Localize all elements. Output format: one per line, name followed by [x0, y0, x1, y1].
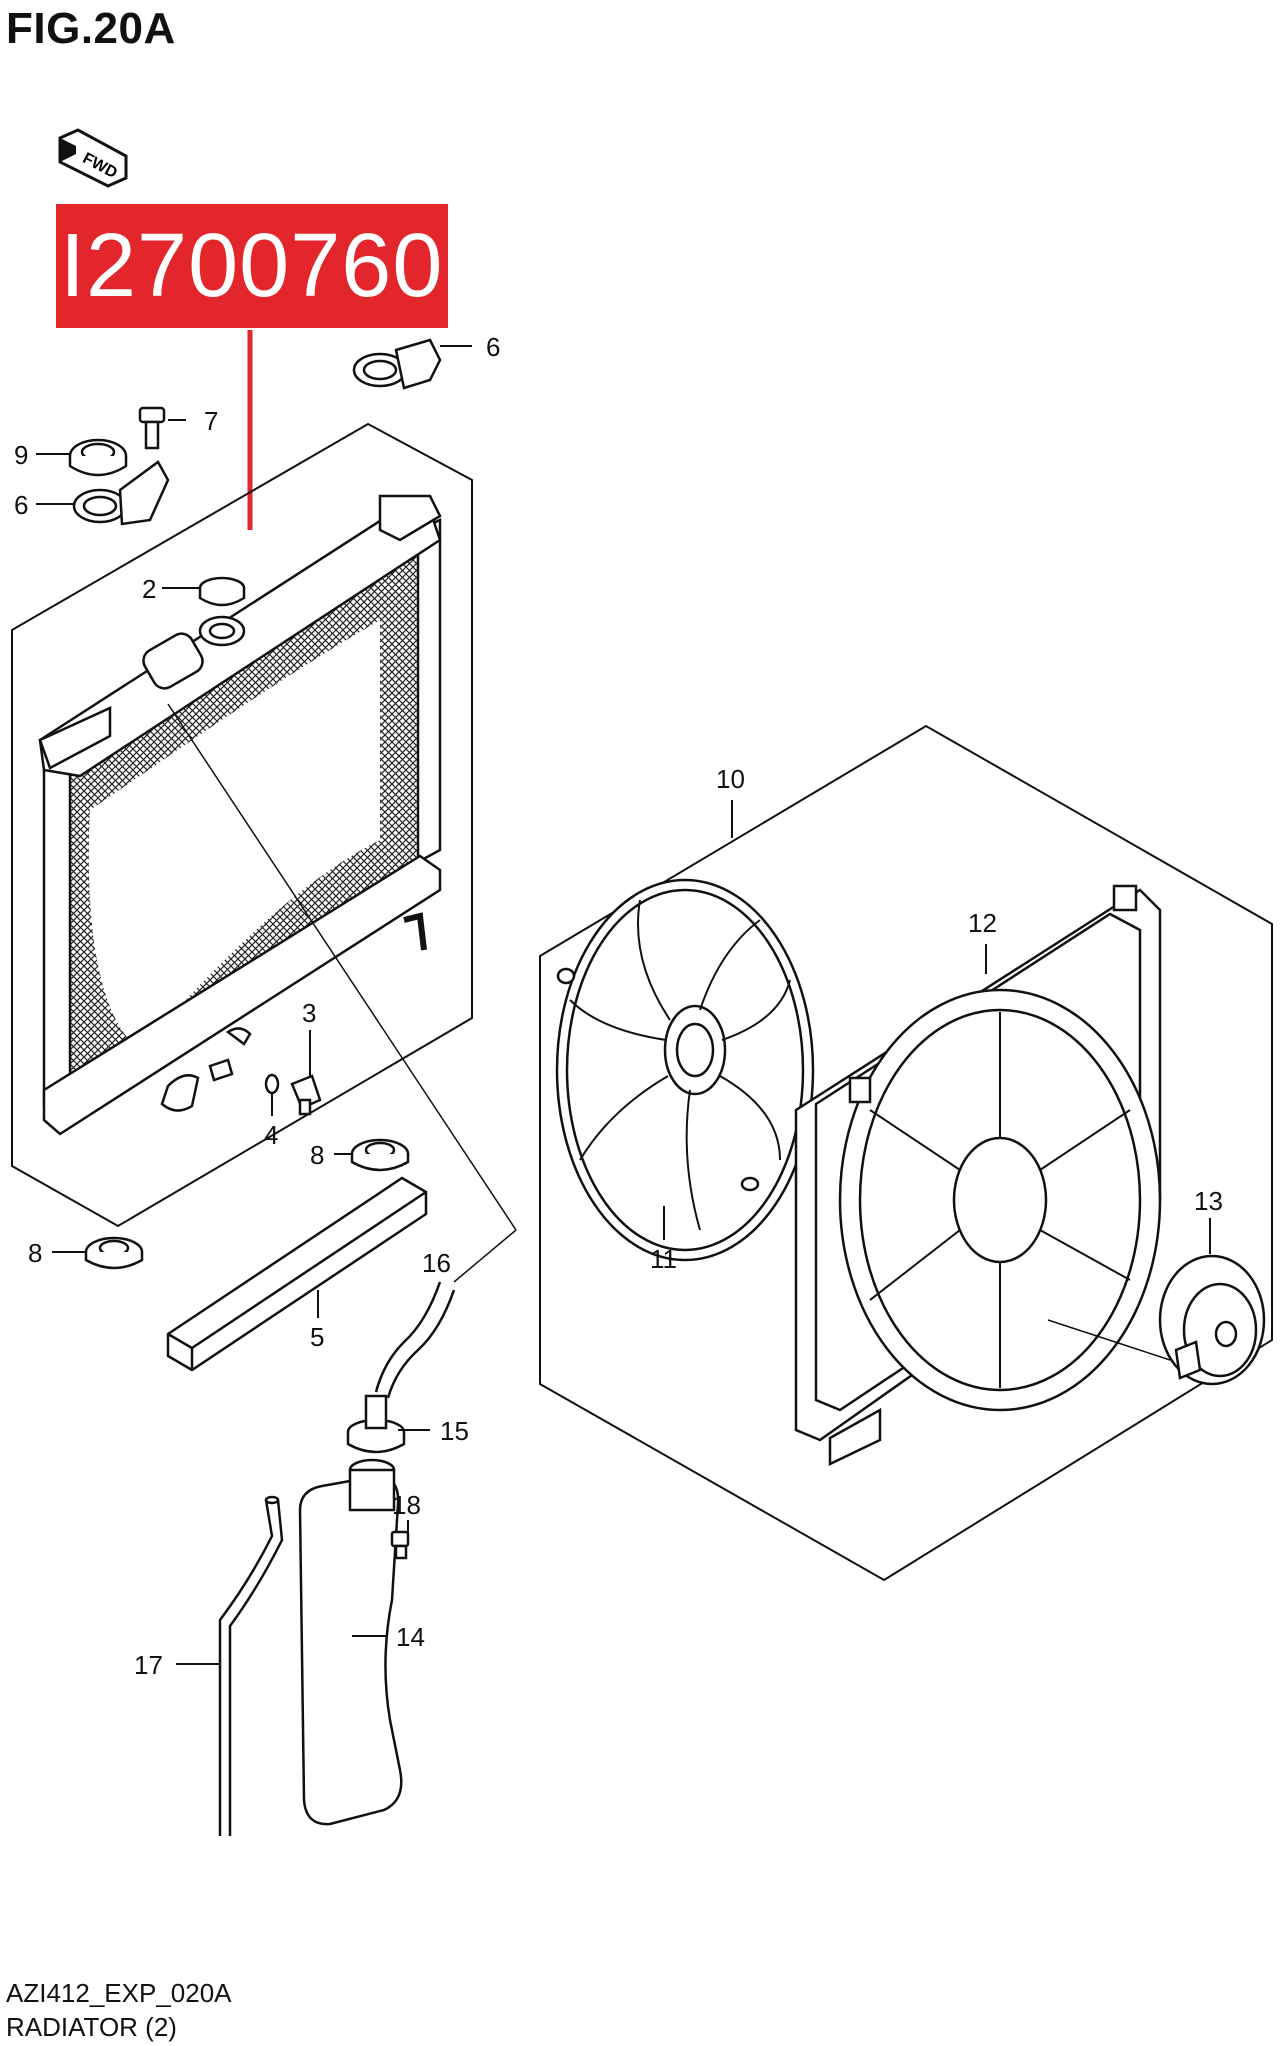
part-code-highlight: [56, 204, 448, 328]
callout-13: 13: [1194, 1186, 1223, 1216]
sensor-3: [290, 1074, 322, 1116]
callout-numbers: 6 7 9 6 2 3 4 8 8 5 10 11 12 13 16 15 18…: [14, 332, 1223, 1680]
mount-bracket-6-top: [352, 338, 442, 390]
callout-12: 12: [968, 908, 997, 938]
callout-11: 11: [650, 1244, 677, 1274]
seal-5: [166, 1176, 428, 1372]
mount-bracket-6-left: [72, 460, 170, 526]
callout-10: 10: [716, 764, 745, 794]
callout-16: 16: [422, 1248, 451, 1278]
callout-8-upper: 8: [310, 1140, 324, 1170]
figure-title: FIG.20A: [6, 4, 176, 53]
reservoir-tank-14: [298, 1458, 403, 1826]
radiator-assembly: [11, 422, 473, 1228]
callout-9: 9: [14, 440, 28, 470]
mount-cushion-8-lower: [84, 1236, 144, 1270]
callout-17: 17: [134, 1650, 163, 1680]
callout-15: 15: [440, 1416, 469, 1446]
o-ring-4: [264, 1073, 280, 1095]
bolt-18: [390, 1530, 410, 1560]
reservoir-cap-15: [346, 1394, 406, 1454]
part-code-label: I2700760: [60, 216, 444, 316]
overflow-hose-17: [218, 1495, 284, 1836]
bolt-7: [138, 406, 166, 450]
callout-3: 3: [302, 998, 316, 1028]
footer-diagram-name: RADIATOR (2): [6, 2012, 177, 2042]
callout-6-left: 6: [14, 490, 28, 520]
callout-6-top: 6: [486, 332, 500, 362]
fwd-arrow-icon: FWD: [58, 128, 128, 188]
callout-2: 2: [142, 574, 156, 604]
grommet-9: [68, 438, 128, 477]
callout-leaders: [36, 345, 1211, 1665]
callout-18: 18: [392, 1490, 421, 1520]
fan-shroud-assembly: [539, 724, 1273, 1582]
callout-4: 4: [264, 1120, 278, 1150]
callout-7: 7: [204, 406, 218, 436]
callout-14: 14: [396, 1622, 425, 1652]
callout-5: 5: [310, 1322, 324, 1352]
mount-cushion-8-upper: [350, 1138, 410, 1172]
hose-16: [167, 703, 517, 1399]
footer-diagram-code: AZI412_EXP_020A: [6, 1978, 232, 2008]
callout-8-lower: 8: [28, 1238, 42, 1268]
